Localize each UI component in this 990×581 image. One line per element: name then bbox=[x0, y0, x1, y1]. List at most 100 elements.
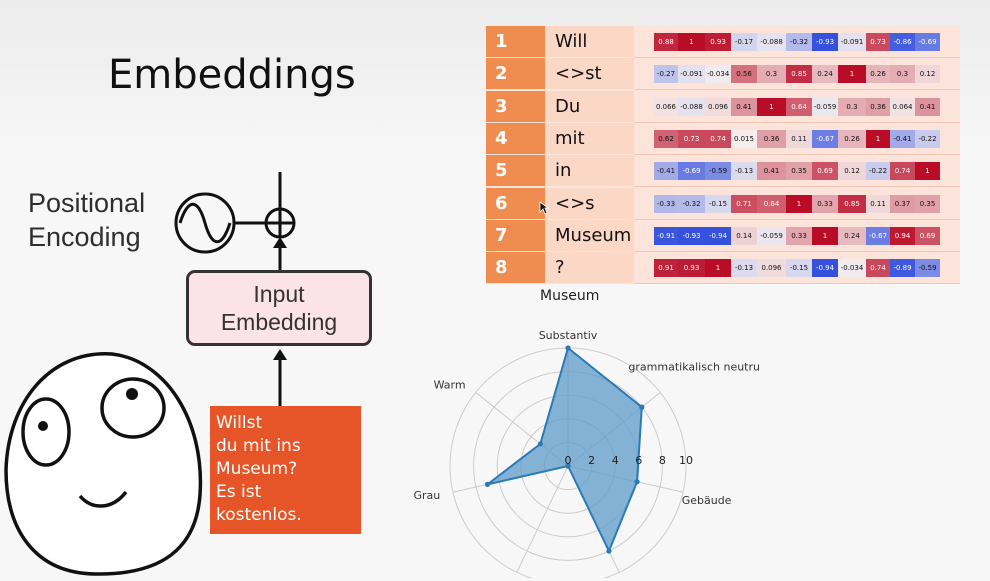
embedding-cell: 0.71 bbox=[731, 194, 757, 213]
embedding-cell: -0.32 bbox=[678, 194, 705, 213]
embedding-cell: 0.37 bbox=[890, 194, 915, 213]
token-word: Will bbox=[545, 26, 634, 57]
embedding-cell: 0.3 bbox=[890, 65, 915, 84]
mouse-cursor-icon bbox=[539, 201, 549, 215]
embedding-cell: -0.41 bbox=[654, 162, 678, 181]
cartoon-face bbox=[4, 352, 203, 576]
embedding-cell: -0.059 bbox=[812, 97, 838, 116]
data-point bbox=[537, 441, 543, 447]
token-word: <>s bbox=[545, 187, 634, 219]
embedding-cell: 0.93 bbox=[705, 33, 731, 51]
slide-title: Embeddings bbox=[108, 52, 356, 98]
embedding-cell: 0.64 bbox=[786, 97, 812, 116]
embedding-cell: -0.67 bbox=[866, 226, 890, 245]
token-word: mit bbox=[545, 122, 634, 154]
architecture-diagram bbox=[174, 172, 296, 410]
embedding-cell: -0.91 bbox=[654, 226, 678, 245]
token-index: 5 bbox=[486, 155, 545, 187]
positional-label-line2: Encoding bbox=[28, 222, 141, 252]
embedding-cell: 0.73 bbox=[678, 129, 705, 148]
radar-chart-title: Museum bbox=[540, 288, 600, 304]
embedding-cell: 0.064 bbox=[890, 97, 915, 116]
row-divider bbox=[634, 121, 960, 123]
token-index: 7 bbox=[486, 219, 545, 251]
embedding-cell: -0.33 bbox=[654, 194, 678, 213]
embedding-cell: 0.91 bbox=[654, 259, 678, 278]
embedding-cell: -0.59 bbox=[705, 162, 731, 181]
axis-label: Grau bbox=[414, 489, 441, 502]
embedding-cell: -0.67 bbox=[812, 129, 838, 148]
row-divider bbox=[634, 250, 960, 252]
embedding-cell: 0.41 bbox=[915, 97, 940, 116]
embedding-cell: 0.26 bbox=[838, 129, 866, 148]
embedding-line1: Input bbox=[253, 281, 305, 307]
embedding-cell: 1 bbox=[705, 259, 731, 278]
axis-label: grammatikalisch neutrum bbox=[628, 360, 760, 373]
embedding-cell: -0.86 bbox=[890, 33, 915, 51]
tick-label: 2 bbox=[588, 454, 595, 467]
embedding-cell: 1 bbox=[838, 65, 866, 84]
embedding-cell: -0.69 bbox=[678, 162, 705, 181]
tick-label: 0 bbox=[565, 454, 572, 467]
embedding-cell: 0.41 bbox=[757, 162, 786, 181]
embedding-cell: 1 bbox=[678, 33, 705, 51]
embedding-cell: 0.24 bbox=[838, 226, 866, 245]
embedding-cell: -0.059 bbox=[757, 226, 786, 245]
token-word: ? bbox=[545, 252, 634, 284]
embedding-cell: -0.091 bbox=[838, 33, 866, 51]
data-point bbox=[565, 345, 571, 351]
embedding-cell: 0.12 bbox=[838, 162, 866, 181]
embedding-cell: -0.13 bbox=[731, 259, 757, 278]
embedding-cell: 0.41 bbox=[731, 97, 757, 116]
embedding-cell: -0.27 bbox=[654, 65, 678, 84]
embedding-cell: 0.11 bbox=[866, 194, 890, 213]
positional-encoding-label: Positional Encoding bbox=[28, 186, 145, 254]
embedding-cell: -0.088 bbox=[757, 33, 786, 51]
embedding-cell: 0.24 bbox=[812, 65, 838, 84]
embedding-cell: -0.15 bbox=[705, 194, 731, 213]
data-point bbox=[639, 404, 645, 410]
embedding-cell: -0.088 bbox=[678, 97, 705, 116]
token-index: 3 bbox=[486, 90, 545, 122]
token-index: 6 bbox=[486, 187, 545, 219]
embedding-cell: -0.94 bbox=[705, 226, 731, 245]
row-divider bbox=[634, 57, 960, 58]
speech-line: Es ist bbox=[216, 482, 262, 502]
token-index: 4 bbox=[486, 122, 545, 154]
embedding-cell: 0.88 bbox=[654, 33, 678, 51]
embedding-cell: 0.62 bbox=[654, 129, 678, 148]
embedding-cell: 0.36 bbox=[866, 97, 890, 116]
embedding-cell: -0.091 bbox=[678, 65, 705, 84]
row-divider bbox=[634, 218, 960, 220]
embedding-cell: 0.64 bbox=[757, 194, 786, 213]
embedding-cell: 0.94 bbox=[890, 226, 915, 245]
embedding-cell: -0.69 bbox=[915, 33, 940, 51]
token-word: in bbox=[545, 155, 634, 187]
positional-label-line1: Positional bbox=[28, 188, 146, 218]
add-icon bbox=[264, 207, 296, 239]
embedding-cell: 0.066 bbox=[654, 97, 678, 116]
token-word: <>st bbox=[545, 58, 634, 90]
embedding-cell: -0.59 bbox=[915, 259, 940, 278]
embedding-cell: 0.56 bbox=[731, 65, 757, 84]
embedding-cell: -0.15 bbox=[786, 259, 812, 278]
tick-label: 4 bbox=[612, 454, 619, 467]
embedding-cell: 1 bbox=[915, 162, 940, 181]
right-eye-icon bbox=[100, 377, 166, 439]
embedding-cell: 0.3 bbox=[757, 65, 786, 84]
embedding-cell: 0.35 bbox=[786, 162, 812, 181]
axis-label: Gebäude bbox=[682, 494, 732, 507]
axis-label: Warm bbox=[434, 378, 466, 391]
speech-line: Willst bbox=[216, 413, 263, 433]
smile-mouth bbox=[78, 490, 128, 508]
embedding-cell: 0.33 bbox=[812, 194, 838, 213]
data-polygon bbox=[486, 346, 643, 554]
